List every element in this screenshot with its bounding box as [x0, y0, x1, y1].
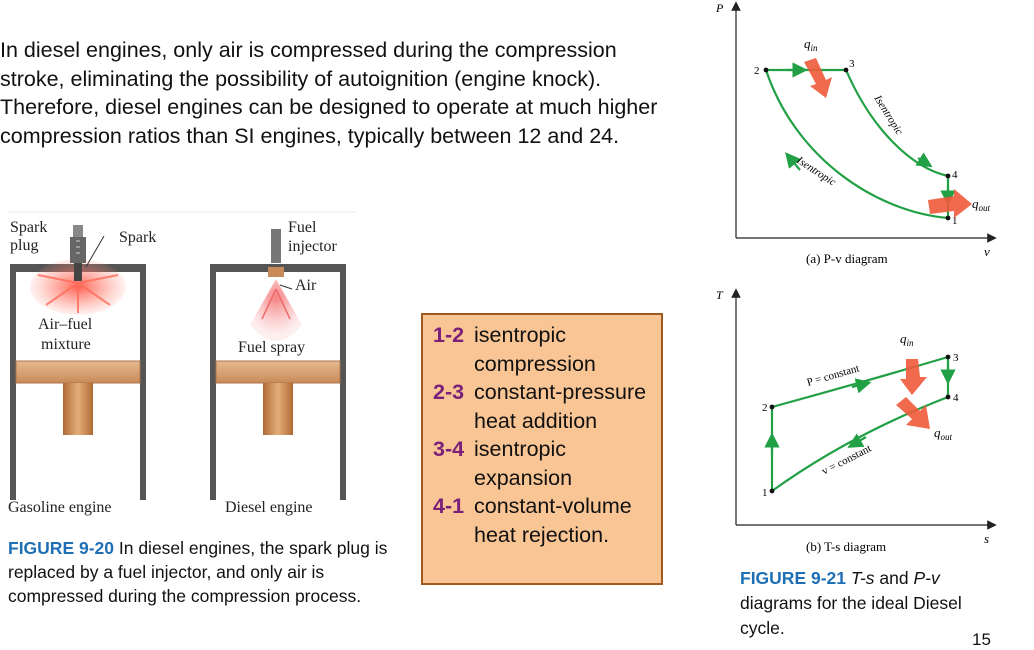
gasoline-piston: [15, 360, 141, 384]
pv-diagram-caption: (a) P-v diagram: [806, 251, 888, 266]
fuel-spray-icon: [250, 279, 302, 341]
ts-point-3: 3: [953, 352, 959, 364]
process-row: 2-3 constant-pressure heat addition: [433, 378, 653, 435]
ts-q-in-label: qin: [900, 331, 914, 348]
caption-pv-term: P-v: [913, 568, 940, 588]
ts-diagram: T s 1 2 3 4 qin qout P = constant v = co…: [716, 288, 997, 554]
ts-heat-in-arrow-icon: [900, 359, 927, 395]
pv-process-3-4: [844, 69, 949, 178]
gasoline-connecting-rod: [63, 383, 93, 435]
pv-point-3: 3: [849, 58, 855, 70]
ts-point-4: 4: [953, 392, 959, 404]
process-number: 4-1: [433, 494, 465, 518]
process-list-box: 1-2 isentropic compression 2-3 constant-…: [421, 313, 663, 585]
ts-point-2: 2: [762, 402, 768, 414]
ts-axis-y-label: T: [716, 288, 724, 302]
spark-plug-icon: [70, 225, 86, 281]
ts-point-1: 1: [762, 487, 768, 499]
pv-axis-x-label: v: [984, 244, 990, 259]
fuel-injector-icon: [268, 229, 284, 277]
fuel-injector-label-2: injector: [288, 238, 338, 255]
process-description: constant-pressure heat addition: [474, 380, 647, 433]
engines-figure: Spark plug Spark Air–fuel mixture Gasoli…: [8, 211, 356, 516]
pv-heat-in-arrow-icon: [804, 58, 832, 98]
fuel-spray-label: Fuel spray: [238, 339, 305, 356]
caption-and: and: [874, 568, 914, 588]
figure-9-21-label: FIGURE 9-21: [740, 568, 846, 588]
ts-heat-out-arrow-icon: [896, 397, 930, 429]
process-row: 3-4 isentropic expansion: [433, 435, 653, 492]
pv-point-4: 4: [952, 169, 958, 181]
process-description: isentropic compression: [474, 323, 596, 376]
figure-9-20-label: FIGURE 9-20: [8, 538, 114, 558]
pv-q-out-label: qout: [972, 196, 991, 213]
process-row: 1-2 isentropic compression: [433, 321, 653, 378]
pv-point-2: 2: [754, 65, 760, 77]
diesel-cylinder: Fuel injector Air Fuel spray Diesel engi…: [210, 219, 346, 516]
diesel-piston: [215, 360, 341, 384]
pv-isentropic-lower-label: Isentropic: [794, 154, 839, 189]
spark-label: Spark: [119, 229, 156, 246]
spark-plug-label-1: Spark: [10, 219, 47, 236]
mixture-label-1: Air–fuel: [38, 316, 93, 333]
figure-9-20-caption: FIGURE 9-20 In diesel engines, the spark…: [8, 536, 388, 608]
ts-q-out-label: qout: [934, 425, 953, 442]
diesel-connecting-rod: [263, 383, 293, 435]
process-description: constant-volume heat rejection.: [474, 494, 632, 547]
mixture-label-2: mixture: [41, 336, 91, 353]
process-number: 1-2: [433, 323, 465, 347]
process-number: 2-3: [433, 380, 465, 404]
pv-process-1-2: [764, 69, 949, 220]
ts-diagram-caption: (b) T-s diagram: [806, 539, 886, 554]
gasoline-cylinder: Spark plug Spark Air–fuel mixture Gasoli…: [8, 219, 156, 516]
ts-v-constant-label: v = constant: [820, 443, 873, 478]
pv-diagram: P v 2 3 4 1 qin qout Isentropic Isentrop…: [715, 1, 997, 266]
ts-axis-x-label: s: [984, 531, 989, 546]
fuel-injector-label-1: Fuel: [288, 219, 317, 236]
process-number: 3-4: [433, 437, 465, 461]
page-number: 15: [972, 630, 991, 649]
caption-ts-term: T-s: [850, 568, 875, 588]
intro-paragraph: In diesel engines, only air is compresse…: [0, 38, 658, 148]
process-row: 4-1 constant-volume heat rejection.: [433, 492, 653, 549]
figure-9-20-text: In diesel engines, the spark plug is rep…: [8, 538, 388, 606]
caption-rest: diagrams for the ideal Diesel cycle.: [740, 593, 962, 638]
pv-heat-out-arrow-icon: [928, 189, 972, 218]
process-description: isentropic expansion: [474, 437, 573, 490]
pv-isentropic-upper-label: Isentropic: [871, 92, 905, 137]
air-label: Air: [295, 277, 317, 294]
pv-axis-y-label: P: [715, 1, 724, 15]
diesel-engine-label: Diesel engine: [225, 499, 313, 516]
figure-9-21-caption: FIGURE 9-21 T-s and P-v diagrams for the…: [740, 566, 980, 641]
pv-q-in-label: qin: [804, 36, 818, 53]
gasoline-engine-label: Gasoline engine: [8, 499, 112, 516]
pv-point-1: 1: [952, 215, 958, 227]
spark-plug-label-2: plug: [10, 237, 38, 254]
